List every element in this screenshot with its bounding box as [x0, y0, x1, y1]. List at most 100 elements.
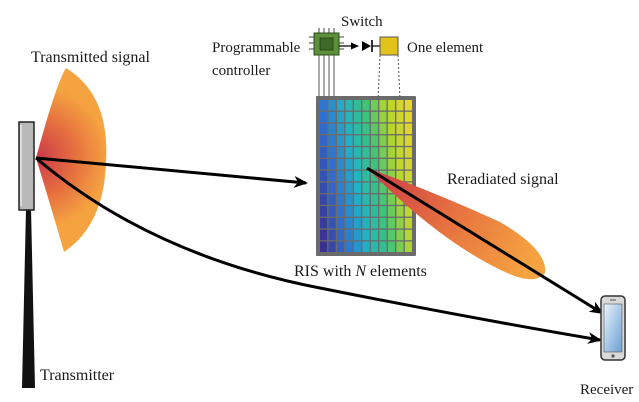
ris-element — [328, 158, 336, 170]
ris-element — [362, 111, 370, 123]
ris-element — [320, 194, 328, 205]
switch-label: Switch — [341, 14, 383, 30]
ris-element — [328, 194, 336, 205]
ris-element — [328, 100, 336, 111]
ris-element — [362, 241, 370, 252]
ris-element — [387, 111, 396, 123]
ris-element — [396, 241, 404, 252]
ris-element — [396, 123, 404, 135]
ris-element — [320, 170, 328, 182]
ris-element — [320, 100, 328, 111]
tx-to-ris-arrow — [35, 156, 308, 188]
ris-element — [370, 241, 379, 252]
ris-element — [362, 206, 370, 217]
ris-element — [370, 206, 379, 217]
ris-element — [370, 170, 379, 182]
ris-element — [353, 123, 362, 135]
ris-element — [387, 158, 396, 170]
ris-element — [345, 194, 353, 205]
ris-element — [345, 147, 353, 158]
tx-to-receiver-arrow — [35, 156, 602, 344]
ris-element — [336, 135, 345, 146]
ris-element — [404, 229, 412, 241]
ris-element — [353, 194, 362, 205]
ris-element — [336, 158, 345, 170]
programmable-controller-label-line2: controller — [212, 63, 270, 79]
ris-element — [328, 217, 336, 229]
ris-element — [328, 182, 336, 194]
reradiated-signal-label: Reradiated signal — [447, 171, 559, 188]
ris-element — [387, 217, 396, 229]
ris-element — [345, 135, 353, 146]
ris-element — [362, 135, 370, 146]
ris-element — [328, 123, 336, 135]
ris-element — [336, 111, 345, 123]
ris-element — [370, 158, 379, 170]
transmitter-label: Transmitter — [40, 367, 115, 384]
ris-element — [345, 206, 353, 217]
ris-element — [320, 217, 328, 229]
ris-element — [396, 217, 404, 229]
ris-element — [362, 170, 370, 182]
ris-element — [387, 241, 396, 252]
ris-element — [379, 229, 387, 241]
ris-element — [404, 111, 412, 123]
ris-element — [336, 206, 345, 217]
ris-element — [387, 147, 396, 158]
ris-element — [379, 123, 387, 135]
ris-element — [328, 170, 336, 182]
receiver-smartphone-icon — [600, 295, 626, 361]
ris-element — [404, 135, 412, 146]
ris-element — [345, 170, 353, 182]
ris-element — [396, 111, 404, 123]
ris-element — [379, 241, 387, 252]
ris-element — [320, 206, 328, 217]
ris-element — [362, 100, 370, 111]
ris-element — [396, 135, 404, 146]
ris-element — [320, 111, 328, 123]
ris-element — [353, 217, 362, 229]
ris-element — [328, 241, 336, 252]
ris-element — [336, 170, 345, 182]
ris-element — [362, 229, 370, 241]
ris-element — [387, 170, 396, 182]
ris-element — [404, 241, 412, 252]
ris-element — [336, 229, 345, 241]
ris-element — [404, 147, 412, 158]
ris-element — [396, 194, 404, 205]
ris-element — [387, 123, 396, 135]
transmitted-signal-label: Transmitted signal — [31, 49, 151, 66]
receiver-label: Receiver — [580, 382, 633, 398]
ris-element — [345, 229, 353, 241]
ris-element — [396, 229, 404, 241]
ris-element — [328, 135, 336, 146]
ris-element — [353, 100, 362, 111]
ris-element — [362, 217, 370, 229]
ris-element — [396, 100, 404, 111]
ris-element — [404, 158, 412, 170]
ris-element — [320, 241, 328, 252]
ris-element — [353, 182, 362, 194]
ris-element — [345, 217, 353, 229]
ris-element — [336, 147, 345, 158]
ris-element — [353, 229, 362, 241]
ris-element — [404, 217, 412, 229]
one-element-icon — [377, 36, 401, 101]
ris-element — [362, 123, 370, 135]
transmitter-antenna-icon — [18, 121, 35, 388]
ris-element — [370, 123, 379, 135]
ris-element — [336, 123, 345, 135]
ris-element — [320, 147, 328, 158]
ris-element — [353, 158, 362, 170]
reradiated-signal-text: Reradiated signal — [447, 171, 559, 188]
ris-element — [353, 111, 362, 123]
ris-element — [379, 206, 387, 217]
ris-element — [320, 229, 328, 241]
ris-element — [379, 111, 387, 123]
ris-element — [387, 229, 396, 241]
ris-element — [387, 100, 396, 111]
ris-label-prefix: RIS with — [294, 263, 355, 280]
ris-element — [345, 241, 353, 252]
ris-element — [396, 147, 404, 158]
